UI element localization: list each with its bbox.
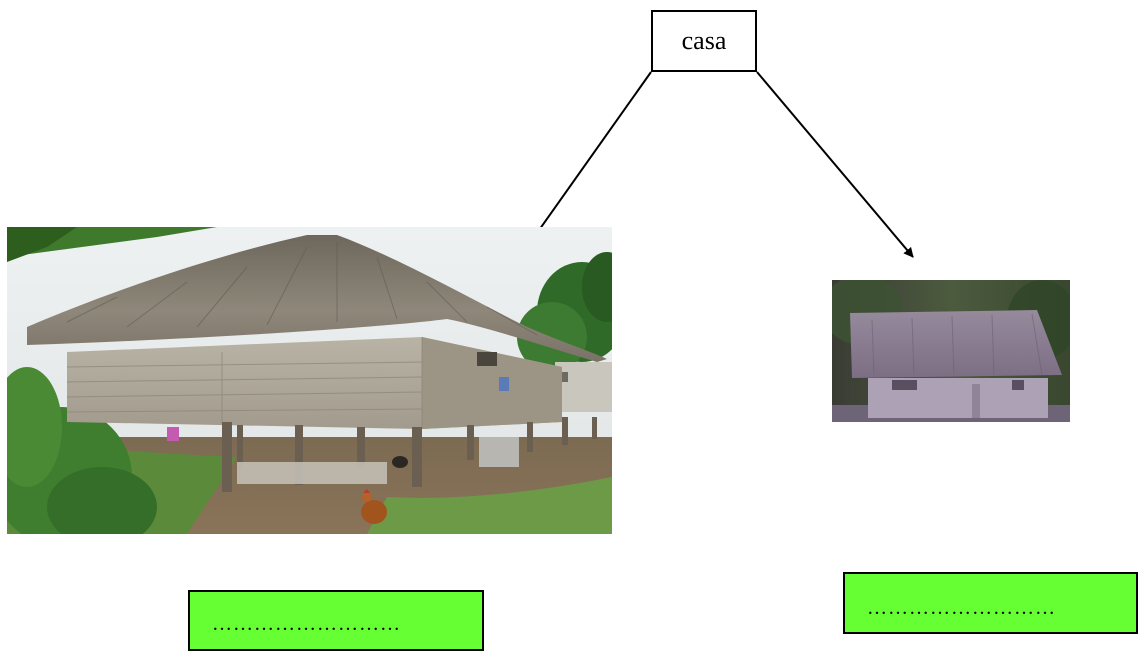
right-answer-blank: ……………………… xyxy=(867,597,1056,619)
left-answer-box[interactable]: ……………………… xyxy=(188,590,484,651)
root-concept-box: casa xyxy=(651,10,757,72)
stilt-house-photo xyxy=(7,227,612,534)
arrow-to-right-photo xyxy=(756,71,914,258)
left-answer-blank: ……………………… xyxy=(212,613,401,635)
small-house-photo xyxy=(832,280,1070,422)
right-answer-box[interactable]: ……………………… xyxy=(843,572,1138,634)
root-concept-label: casa xyxy=(681,26,727,55)
